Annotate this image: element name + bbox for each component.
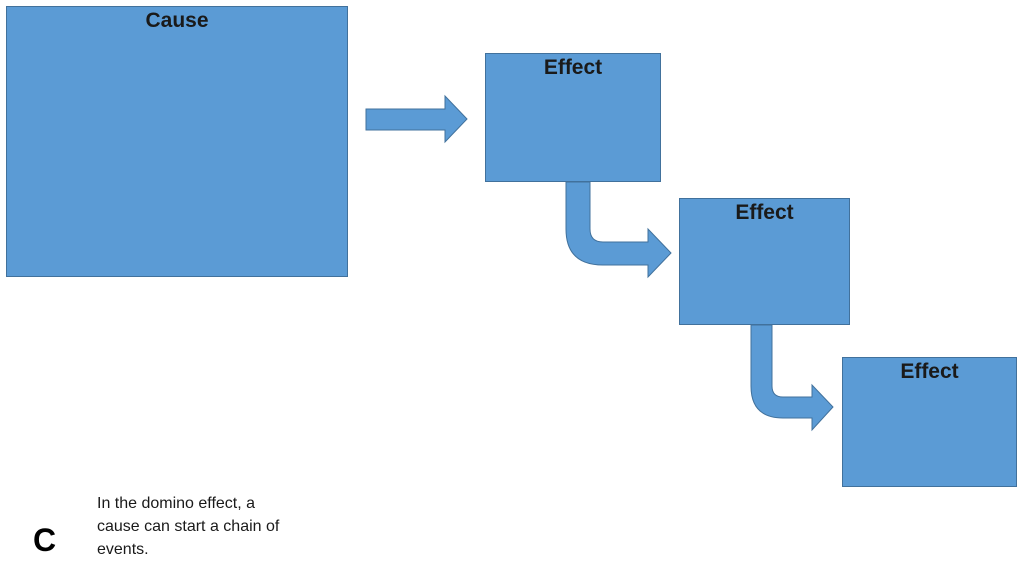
effect-label-2: Effect [735,201,794,224]
effect-box-3: Effect [842,357,1017,487]
right-arrow-icon [365,94,468,144]
cause-box: Cause [6,6,348,277]
bent-arrow-icon-2 [750,324,834,432]
effect-box-1: Effect [485,53,661,182]
bent-arrow-icon-1 [565,181,672,279]
caption-text: In the domino effect, a cause can start … [97,495,280,558]
cause-label: Cause [145,9,209,32]
effect-box-2: Effect [679,198,850,325]
effect-label-1: Effect [543,56,603,79]
effect-label-3: Effect [900,360,959,383]
section-letter: C [33,522,57,558]
